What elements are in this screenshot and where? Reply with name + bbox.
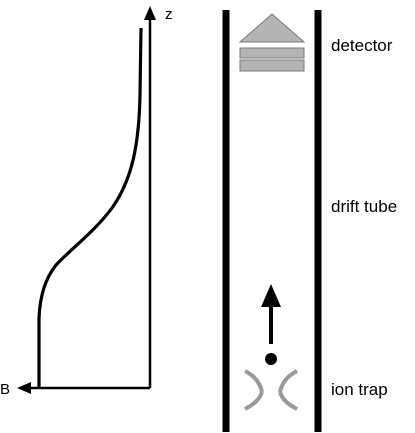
ion-trap-label: ion trap	[331, 380, 388, 399]
detector-plate-upper	[239, 47, 305, 59]
drift-tube-label: drift tube	[331, 197, 397, 216]
ion-trap	[244, 369, 298, 411]
ion-arrow-head	[261, 284, 281, 307]
trap-electrode-top-left	[244, 369, 264, 393]
drift-tube	[222, 10, 322, 432]
detector-plate-lower	[239, 59, 305, 72]
detector-cone	[238, 13, 306, 43]
trap-electrode-bottom-right	[278, 391, 298, 411]
ion-direction-arrow	[261, 284, 281, 344]
detector	[238, 13, 306, 72]
ion	[265, 353, 277, 365]
trap-electrode-top-right	[278, 369, 298, 393]
z-axis-label: z	[165, 6, 173, 23]
detector-label: detector	[331, 36, 393, 55]
trap-electrode-bottom-left	[244, 391, 264, 411]
field-profile-plot: z B	[0, 6, 173, 398]
field-profile-curve	[37, 27, 143, 388]
b-axis-label: B	[0, 381, 10, 398]
z-axis-arrowhead	[144, 6, 156, 20]
b-axis-arrowhead	[17, 382, 31, 394]
